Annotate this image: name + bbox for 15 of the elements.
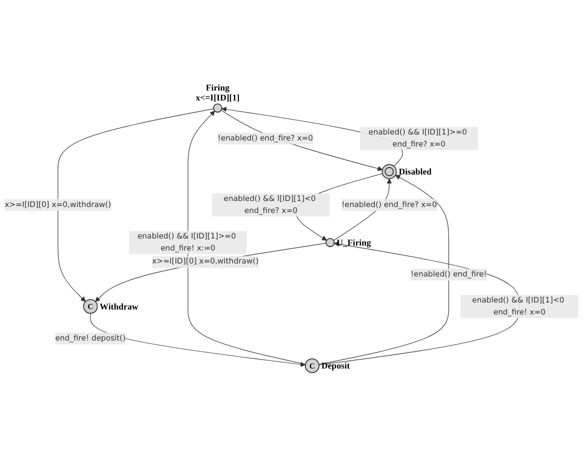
location-name: Withdraw [100,301,138,312]
arrow [58,108,214,302]
node-circle [326,238,335,248]
location-name: U_Firing [336,238,371,248]
location-name: Firing [206,82,230,92]
arrow [90,313,306,367]
arrow [318,174,450,365]
node-circle [213,103,222,113]
location-name: Deposit [321,360,350,371]
arrow [95,242,326,302]
arrow [318,241,520,366]
location-name: Disabled [398,166,432,177]
node-circle [382,164,397,180]
invariant-label: x<=I[ID][1] [196,92,240,102]
arrow [188,110,306,365]
